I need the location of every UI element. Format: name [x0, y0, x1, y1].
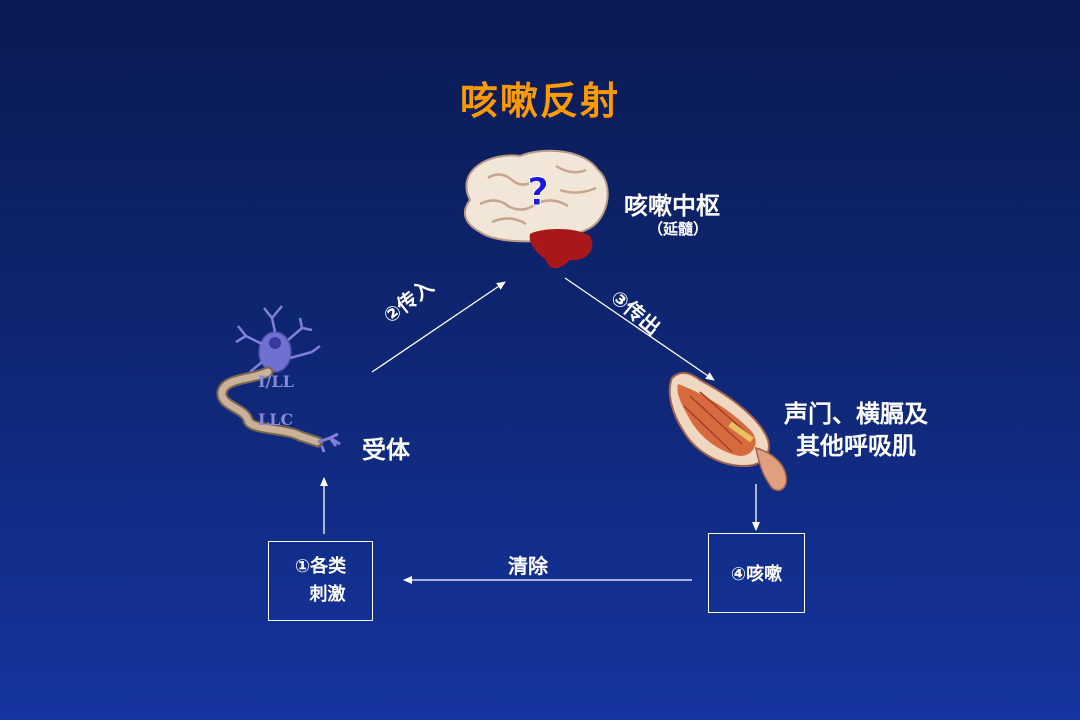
neuron-icon [216, 305, 341, 453]
neuron-label-1: I/LL [258, 372, 294, 391]
effector-label-line2: 其他呼吸肌 [796, 432, 916, 460]
receptor-label: 受体 [362, 436, 410, 464]
stimulus-line2: 刺激 [309, 584, 346, 605]
effector-label: 声门、横膈及 其他呼吸肌 [784, 398, 928, 462]
page-title: 咳嗽反射 [459, 79, 620, 123]
cough-label: ④咳嗽 [730, 564, 783, 585]
clear-label: 清除 [508, 554, 548, 578]
cough-center-label: 咳嗽中枢 [624, 192, 720, 220]
efferent-arrow [564, 277, 715, 381]
cough-box: ④咳嗽 [708, 533, 805, 613]
neuron-label-2: LLC [258, 410, 294, 429]
stimulus-box: ①各类 刺激 [268, 541, 373, 621]
cough-center-sublabel: （延髓） [648, 220, 709, 238]
muscle-icon [668, 372, 788, 492]
effector-label-line1: 声门、横膈及 [784, 400, 928, 428]
stimulus-line1: ①各类 [294, 556, 347, 577]
brain-question-mark: ? [527, 170, 549, 214]
afferent-arrow [371, 281, 506, 373]
brain-icon: ? [463, 149, 609, 269]
